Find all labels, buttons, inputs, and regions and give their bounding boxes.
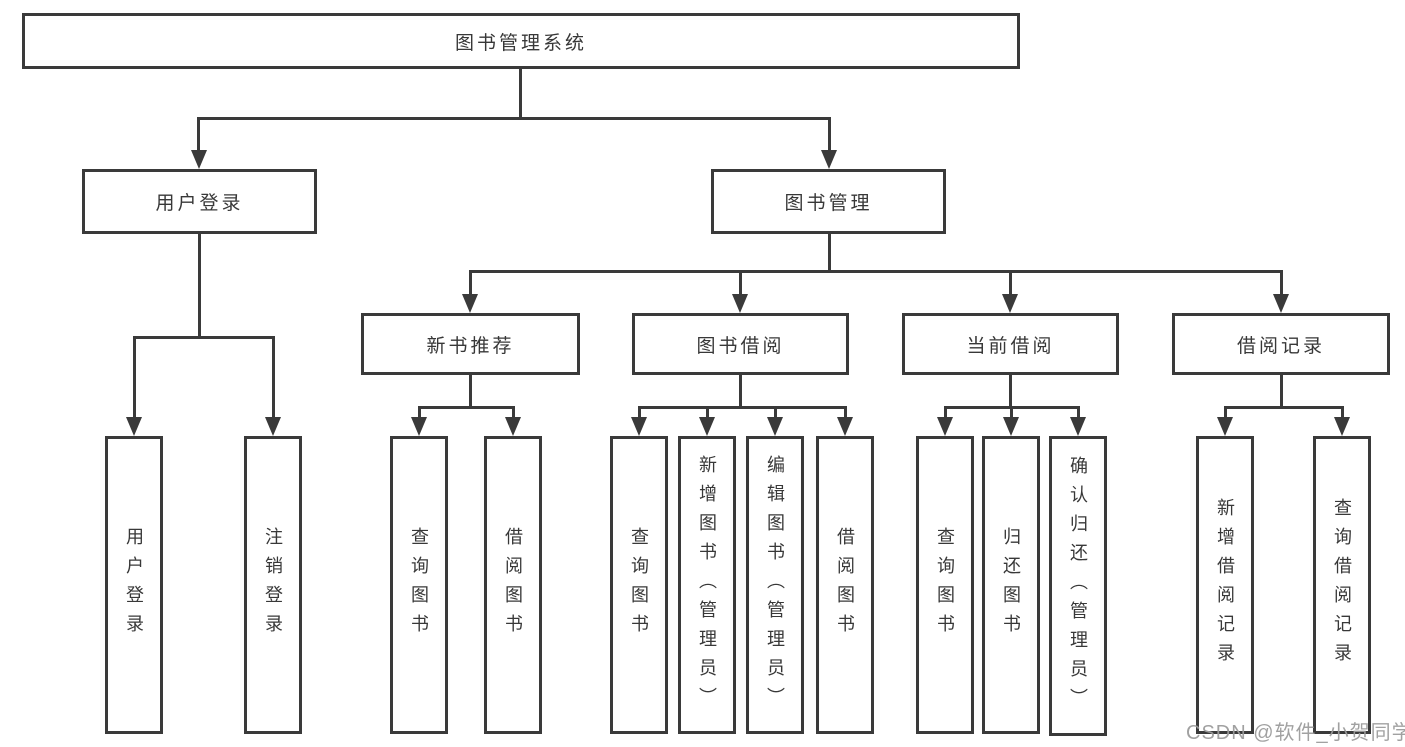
connector-drop-book-borrow bbox=[739, 270, 742, 296]
connector-drop-nb-query bbox=[418, 406, 421, 420]
arrow-down-ul-login bbox=[126, 417, 142, 436]
node-new-book-recommend: 新书推荐 bbox=[361, 313, 580, 375]
leaf-bb-add-books-admin-label: 新增图书（管理员） bbox=[697, 454, 717, 716]
node-user-login-label: 用户登录 bbox=[155, 193, 244, 214]
node-new-book-recommend-label: 新书推荐 bbox=[426, 335, 515, 357]
node-user-login: 用户登录 bbox=[82, 169, 317, 234]
leaf-bb-edit-books-admin: 编辑图书（管理员） bbox=[746, 436, 804, 734]
leaf-logout: 注销登录 bbox=[244, 436, 302, 734]
leaf-cb-return-books-label: 归还图书 bbox=[1001, 527, 1021, 643]
arrow-down-cb-confirm bbox=[1070, 417, 1086, 436]
arrow-down-user-login bbox=[191, 150, 207, 169]
connector-borrow-record-stem bbox=[1280, 375, 1283, 408]
leaf-nb-query-books-label: 查询图书 bbox=[409, 527, 429, 643]
connector-book-mgmt-stem bbox=[828, 234, 831, 272]
connector-borrow-record-rail bbox=[1224, 406, 1343, 409]
leaf-nb-query-books: 查询图书 bbox=[390, 436, 448, 734]
connector-drop-user-login bbox=[197, 117, 200, 152]
leaf-cb-query-books: 查询图书 bbox=[916, 436, 974, 734]
connector-new-book-rail bbox=[418, 406, 514, 409]
leaf-br-query-record-label: 查询借阅记录 bbox=[1332, 498, 1352, 672]
leaf-cb-confirm-return-admin: 确认归还（管理员） bbox=[1049, 436, 1107, 736]
arrow-down-book-mgmt bbox=[821, 150, 837, 169]
connector-drop-bb-edit bbox=[774, 406, 777, 420]
connector-drop-ul-login bbox=[133, 336, 136, 419]
connector-current-borrow-stem bbox=[1009, 375, 1012, 408]
arrow-down-bb-borrow bbox=[837, 417, 853, 436]
connector-drop-bb-add bbox=[706, 406, 709, 420]
connector-drop-nb-borrow bbox=[512, 406, 515, 420]
leaf-br-add-record: 新增借阅记录 bbox=[1196, 436, 1254, 734]
leaf-nb-borrow-books-label: 借阅图书 bbox=[503, 527, 523, 643]
node-book-borrowing-label: 图书借阅 bbox=[696, 335, 785, 357]
node-book-management: 图书管理 bbox=[711, 169, 946, 234]
arrow-down-book-borrow bbox=[732, 294, 748, 313]
leaf-bb-edit-books-admin-label: 编辑图书（管理员） bbox=[765, 454, 785, 716]
arrow-down-bb-edit bbox=[767, 417, 783, 436]
leaf-cb-query-books-label: 查询图书 bbox=[935, 527, 955, 643]
leaf-bb-add-books-admin: 新增图书（管理员） bbox=[678, 436, 736, 734]
leaf-logout-label: 注销登录 bbox=[263, 527, 283, 643]
connector-drop-cb-return bbox=[1010, 406, 1013, 420]
connector-drop-book-mgmt bbox=[828, 117, 831, 152]
arrow-down-nb-borrow bbox=[505, 417, 521, 436]
connector-user-login-rail bbox=[133, 336, 274, 339]
connector-root-stem bbox=[519, 69, 522, 119]
connector-book-borrow-stem bbox=[739, 375, 742, 408]
node-book-borrowing: 图书借阅 bbox=[632, 313, 849, 375]
connector-drop-br-query bbox=[1341, 406, 1344, 420]
connector-drop-bb-query bbox=[638, 406, 641, 420]
connector-drop-ul-logout bbox=[272, 336, 275, 419]
arrow-down-current-borrow bbox=[1002, 294, 1018, 313]
connector-drop-br-add bbox=[1224, 406, 1227, 420]
csdn-watermark: CSDN @软件_小贺同学 bbox=[1186, 722, 1405, 744]
connector-drop-current-borrow bbox=[1009, 270, 1012, 296]
leaf-br-add-record-label: 新增借阅记录 bbox=[1215, 498, 1235, 672]
arrow-down-ul-logout bbox=[265, 417, 281, 436]
connector-book-borrow-rail bbox=[638, 406, 846, 409]
arrow-down-new-book bbox=[462, 294, 478, 313]
connector-drop-borrow-record bbox=[1280, 270, 1283, 296]
leaf-bb-query-books-label: 查询图书 bbox=[629, 527, 649, 643]
arrow-down-br-add bbox=[1217, 417, 1233, 436]
node-book-management-label: 图书管理 bbox=[784, 193, 873, 214]
arrow-down-bb-add bbox=[699, 417, 715, 436]
leaf-bb-borrow-books: 借阅图书 bbox=[816, 436, 874, 734]
leaf-nb-borrow-books: 借阅图书 bbox=[484, 436, 542, 734]
arrow-down-borrow-record bbox=[1273, 294, 1289, 313]
node-root-label: 图书管理系统 bbox=[454, 32, 587, 54]
leaf-cb-return-books: 归还图书 bbox=[982, 436, 1040, 734]
connector-drop-cb-query bbox=[944, 406, 947, 420]
leaf-user-login: 用户登录 bbox=[105, 436, 163, 734]
node-current-borrowing-label: 当前借阅 bbox=[966, 335, 1055, 357]
node-borrow-records: 借阅记录 bbox=[1172, 313, 1390, 375]
leaf-user-login-label: 用户登录 bbox=[124, 527, 144, 643]
node-current-borrowing: 当前借阅 bbox=[902, 313, 1119, 375]
leaf-cb-confirm-return-admin-label: 确认归还（管理员） bbox=[1068, 455, 1088, 717]
node-root-library-system: 图书管理系统 bbox=[22, 13, 1020, 69]
arrow-down-cb-query bbox=[937, 417, 953, 436]
arrow-down-bb-query bbox=[631, 417, 647, 436]
leaf-bb-borrow-books-label: 借阅图书 bbox=[835, 527, 855, 643]
connector-drop-bb-borrow bbox=[844, 406, 847, 420]
connector-drop-cb-confirm bbox=[1077, 406, 1080, 420]
connector-drop-new-book bbox=[469, 270, 472, 296]
connector-root-rail bbox=[197, 117, 831, 120]
node-borrow-records-label: 借阅记录 bbox=[1236, 335, 1325, 357]
connector-user-login-stem bbox=[198, 234, 201, 338]
leaf-br-query-record: 查询借阅记录 bbox=[1313, 436, 1371, 734]
arrow-down-nb-query bbox=[411, 417, 427, 436]
connector-book-mgmt-rail bbox=[469, 270, 1282, 273]
connector-new-book-stem bbox=[469, 375, 472, 408]
arrow-down-br-query bbox=[1334, 417, 1350, 436]
leaf-bb-query-books: 查询图书 bbox=[610, 436, 668, 734]
arrow-down-cb-return bbox=[1003, 417, 1019, 436]
